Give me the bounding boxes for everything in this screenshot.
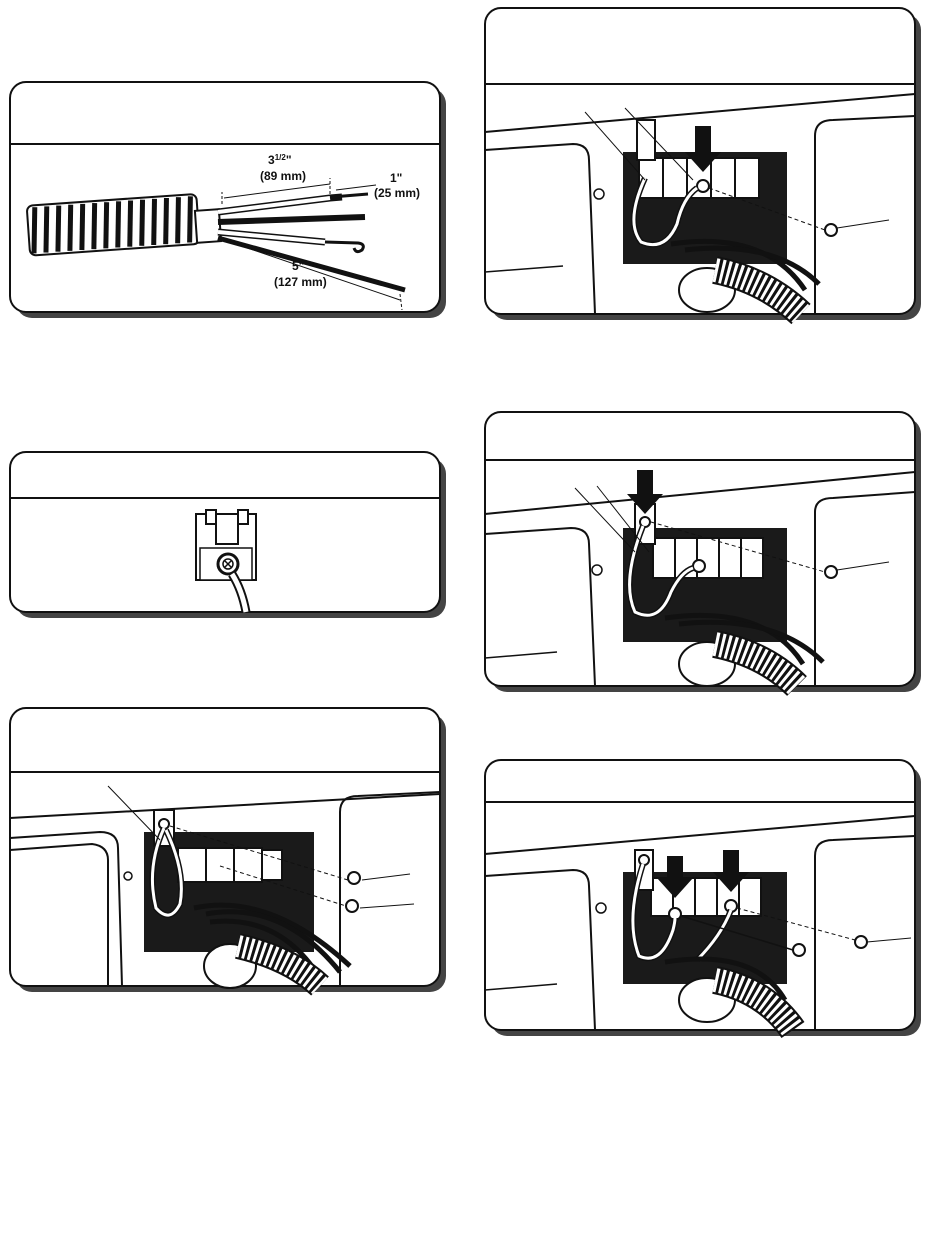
- ground-strip-metric: (127 mm): [274, 275, 327, 289]
- figure-ground-terminal: [10, 452, 446, 618]
- end-strip-metric: (25 mm): [374, 186, 420, 200]
- ground-screw-icon: [218, 554, 238, 574]
- strip-length-metric: (89 mm): [260, 169, 306, 183]
- outer-terminals-illustration: [485, 760, 921, 1036]
- ground-screw-icon: [825, 566, 837, 578]
- figure-ground-strap: [485, 412, 921, 692]
- ground-wire-illustration: [10, 708, 446, 992]
- end-strip-label: 1": [390, 171, 402, 185]
- figure-cable-strip: 31/2" (89 mm) 1" (25 mm) 5" (127 mm): [10, 82, 446, 318]
- cable-strip-illustration: 31/2" (89 mm) 1" (25 mm) 5" (127 mm): [10, 82, 446, 318]
- terminal-block-icon: [178, 848, 282, 882]
- ground-screw-icon: [825, 224, 837, 236]
- terminal-block-icon: [653, 538, 763, 578]
- ground-strap-illustration: [485, 412, 921, 692]
- ground-terminal-illustration: [10, 452, 446, 618]
- figure-outer-terminals: [485, 760, 921, 1036]
- center-terminal-illustration: [485, 8, 921, 320]
- figure-center-terminal: [485, 8, 921, 320]
- figure-ground-wire-install: [10, 708, 446, 992]
- ground-strip-label: 5": [292, 259, 304, 273]
